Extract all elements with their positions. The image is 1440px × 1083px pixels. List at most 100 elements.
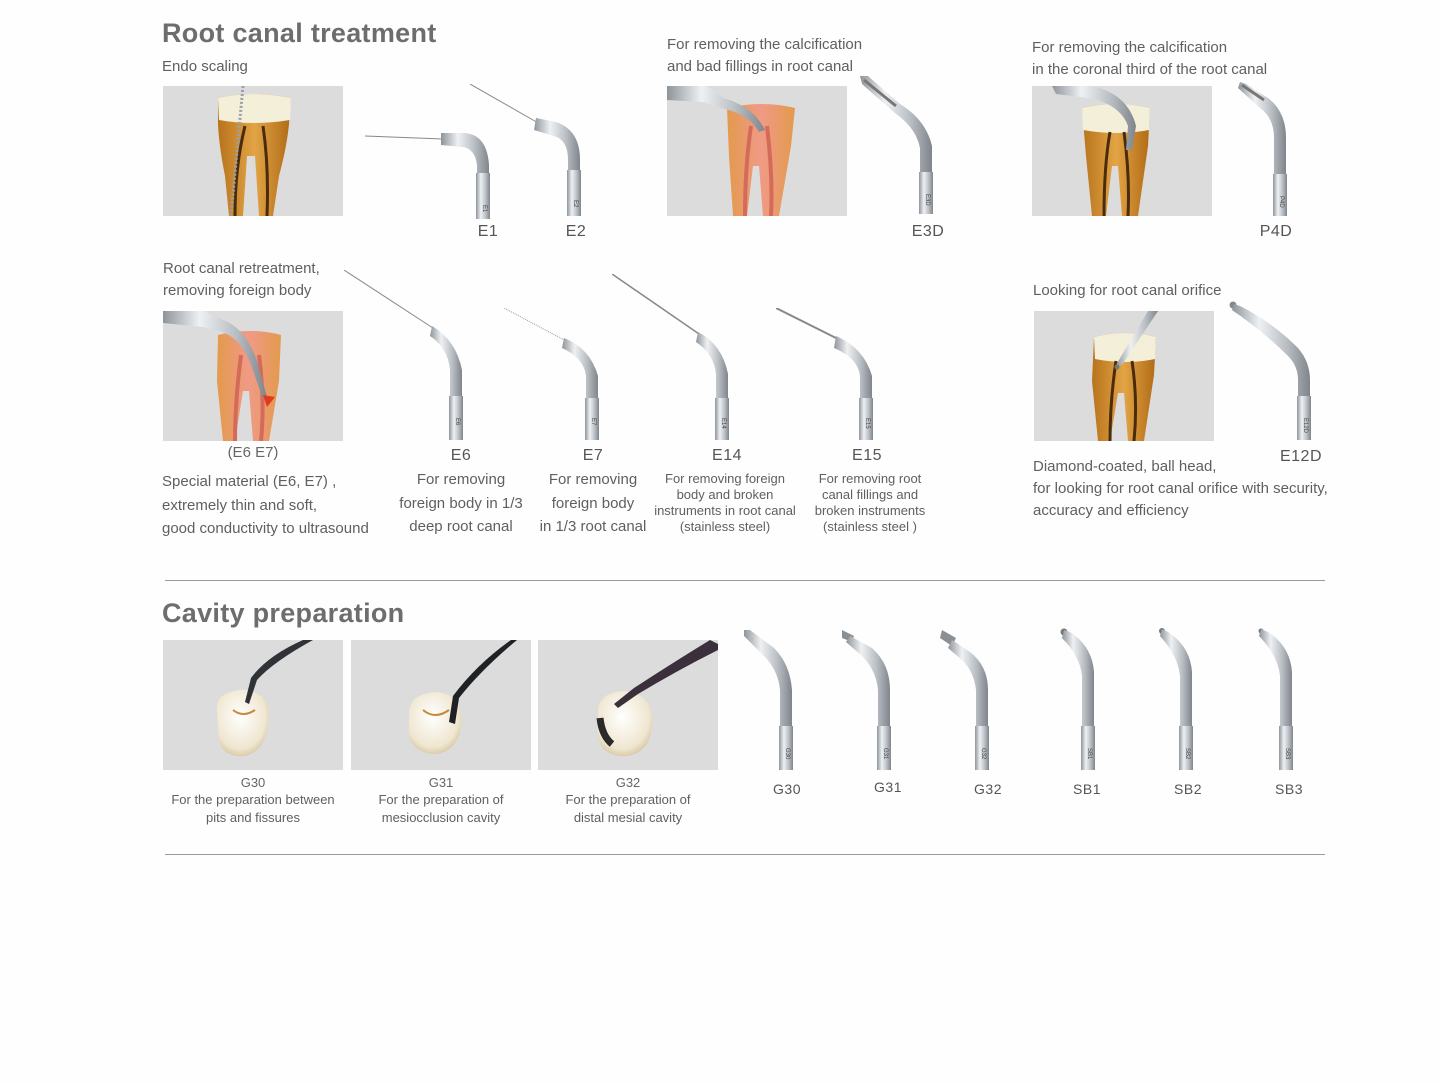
tip-e14-label: E14 — [712, 447, 742, 464]
retreatment-caption: Root canal retreatment, removing foreign… — [163, 258, 320, 302]
tip-sb3-engraving: SB3 — [1284, 748, 1290, 760]
cavity-photo-g30-desc: For the preparation between pits and fis… — [158, 791, 348, 827]
tip-e15-engraving: E15 — [864, 418, 870, 429]
cavity-photo-g32-code: G32 — [615, 775, 641, 790]
tip-e14-desc-line-1: For removing foreign — [665, 471, 785, 486]
tip-e1-engraving: E1 — [481, 205, 487, 213]
tip-e2-engraving: E2 — [572, 200, 578, 208]
coronal-caption: For removing the calcification in the co… — [1032, 37, 1267, 81]
calcification-caption-line-1: For removing the calcification — [667, 36, 863, 53]
tip-e6-desc-line-1: For removing — [416, 471, 506, 488]
cavity-photo-g31-code: G31 — [428, 775, 454, 790]
cavity-photo-g32-desc: For the preparation of distal mesial cav… — [533, 791, 723, 827]
tip-sb1-image: SB1 — [1058, 626, 1108, 772]
retreatment-caption-line-2: removing foreign body — [163, 282, 312, 299]
tip-e7-engraving: E7 — [590, 418, 596, 426]
tip-e6-desc: For removing foreign body in 1/3 deep ro… — [391, 468, 531, 539]
tip-e12d-engraving: E12D — [1302, 418, 1308, 434]
tip-sb3-label: SB3 — [1275, 781, 1303, 797]
orifice-desc-line-2: for looking for root canal orifice with … — [1033, 480, 1328, 497]
tip-e7-desc-line-2: foreign body — [551, 494, 635, 512]
tip-e15-label: E15 — [852, 447, 882, 464]
orifice-caption: Looking for root canal orifice — [1033, 282, 1222, 299]
tip-e15-image: E15 — [776, 308, 886, 442]
cavity-photo-g30-code: G30 — [240, 775, 266, 790]
cavity-photo-g31-desc: For the preparation of mesiocclusion cav… — [346, 791, 536, 827]
tip-e6-desc-line-3: deep root canal — [409, 518, 513, 535]
cavity-photo-g31-desc-line-1: For the preparation of — [378, 792, 504, 807]
section-divider-top — [165, 580, 1325, 581]
tip-e7-desc-line-1: For removing — [548, 471, 638, 488]
section-title-root-canal: Root canal treatment — [162, 18, 437, 48]
section-title-cavity: Cavity preparation — [162, 598, 405, 628]
tip-e15-desc-line-1: For removing root — [818, 471, 922, 486]
tip-e15-desc: For removing root canal fillings and bro… — [805, 471, 935, 535]
retreatment-desc-line-1: Special material (E6, E7) , — [162, 473, 337, 490]
tip-e14-desc-line-2: body and broken — [676, 487, 774, 502]
endo-scaling-caption: Endo scaling — [162, 58, 248, 75]
tip-g31-image: G31 — [842, 630, 902, 772]
retreatment-photo-label: (E6 E7) — [227, 444, 279, 461]
orifice-desc-line-3: accuracy and efficiency — [1033, 502, 1189, 519]
tip-g30-engraving: G30 — [784, 748, 790, 760]
coronal-caption-line-2: in the coronal third of the root canal — [1032, 61, 1268, 78]
tip-e6-image: E6 — [344, 270, 479, 442]
tip-e14-engraving: E14 — [720, 418, 726, 429]
tip-g31-label: G31 — [874, 779, 902, 795]
cavity-photo-g32-desc-line-2: distal mesial cavity — [573, 810, 683, 825]
tip-e3d-image: E3D — [860, 76, 950, 216]
tip-g32-label: G32 — [974, 781, 1002, 797]
tip-sb2-image: SB2 — [1156, 626, 1206, 772]
calcification-caption-line-2: and bad fillings in root canal — [667, 58, 853, 75]
retreatment-photo — [163, 311, 343, 441]
tip-e14-image: E14 — [612, 274, 742, 442]
tip-g32-engraving: G32 — [980, 748, 986, 760]
tip-e14-desc-line-3: instruments in root canal — [654, 503, 796, 518]
tip-e15-desc-line-4: (stainless steel ) — [823, 519, 917, 534]
retreatment-caption-line-1: Root canal retreatment, — [163, 260, 320, 277]
tip-e3d-engraving: E3D — [924, 194, 930, 206]
tip-e15-desc-line-3: broken instruments — [814, 503, 926, 518]
tip-g31-engraving: G31 — [882, 748, 888, 760]
tip-p4d-label: P4D — [1259, 223, 1293, 240]
tip-e7-image: E7 — [504, 308, 614, 442]
section-divider-bottom — [165, 854, 1325, 855]
tip-sb1-label: SB1 — [1073, 781, 1101, 797]
tip-e1-label: E1 — [477, 223, 499, 240]
coronal-photo — [1032, 86, 1212, 216]
retreatment-desc: Special material (E6, E7) , extremely th… — [162, 470, 369, 541]
tip-sb2-label: SB2 — [1174, 781, 1202, 797]
calcification-caption: For removing the calcification and bad f… — [667, 34, 862, 78]
cavity-photo-g30-desc-line-1: For the preparation between — [171, 792, 335, 807]
tip-g30-image: G30 — [744, 630, 804, 772]
tip-g30-label: G30 — [773, 781, 801, 797]
orifice-desc-line-1: Diamond-coated, ball head, — [1033, 458, 1217, 475]
tip-e15-desc-line-2: canal fillings and — [821, 487, 919, 502]
tip-p4d-engraving: P4D — [1278, 196, 1284, 208]
tip-e12d-label: E12D — [1279, 448, 1323, 465]
tip-g32-image: G32 — [940, 630, 1000, 772]
retreatment-desc-line-2: extremely thin and soft, — [162, 496, 318, 514]
tip-e1-image: E1 — [365, 125, 500, 220]
cavity-photo-g31-desc-line-2: mesiocclusion cavity — [381, 810, 501, 825]
tip-e6-desc-line-2: foreign body in 1/3 — [399, 494, 523, 512]
tip-e7-label: E7 — [582, 447, 604, 464]
retreatment-desc-line-3: good conductivity to ultrasound — [162, 520, 369, 537]
tip-e14-desc: For removing foreign body and broken ins… — [650, 471, 800, 535]
tip-e2-image: E2 — [470, 84, 590, 219]
orifice-photo — [1034, 311, 1214, 441]
tip-sb3-image: SB3 — [1256, 626, 1306, 772]
calcification-photo — [667, 86, 847, 216]
endo-scaling-photo — [163, 86, 343, 216]
cavity-photo-g31 — [351, 640, 531, 770]
cavity-photo-g30-desc-line-2: pits and fissures — [206, 810, 300, 825]
cavity-photo-g30 — [163, 640, 343, 770]
tip-e14-desc-line-4: (stainless steel) — [679, 519, 771, 534]
tip-e7-desc-line-3: in 1/3 root canal — [539, 518, 647, 535]
tip-sb1-engraving: SB1 — [1086, 748, 1092, 760]
tip-e6-engraving: E6 — [454, 418, 460, 426]
cavity-photo-g32 — [538, 640, 718, 770]
tip-e2-label: E2 — [565, 223, 587, 240]
orifice-desc: Diamond-coated, ball head, for looking f… — [1033, 456, 1328, 522]
tip-e3d-label: E3D — [911, 223, 945, 240]
